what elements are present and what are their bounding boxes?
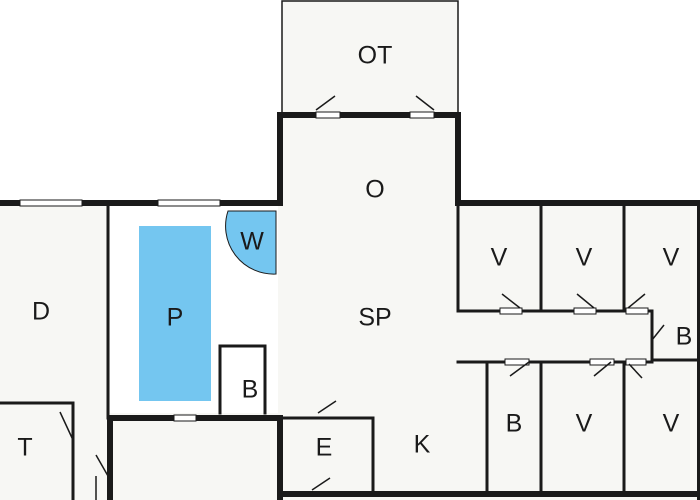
room-label-b-lower: B bbox=[506, 410, 523, 438]
door-gap-v2 bbox=[573, 307, 597, 315]
door-b-lower bbox=[509, 361, 530, 377]
wall-central-top bbox=[277, 112, 700, 206]
room-label-ot: OT bbox=[358, 42, 393, 70]
room-label-v2: V bbox=[576, 244, 593, 272]
room-label-b-pool: B bbox=[242, 376, 259, 404]
room-label-t: T bbox=[17, 434, 32, 462]
window-pool-bottom bbox=[173, 414, 197, 422]
window-d bbox=[19, 199, 83, 207]
door-entry bbox=[95, 454, 109, 477]
room-label-p: P bbox=[167, 304, 184, 332]
wall-t-room bbox=[0, 401, 75, 500]
wall-b-right bbox=[650, 309, 700, 362]
room-label-k: K bbox=[414, 431, 431, 459]
door-gap-ot-left bbox=[315, 111, 341, 119]
room-label-w: W bbox=[240, 228, 264, 256]
room-label-v4: V bbox=[576, 410, 593, 438]
door-v1 bbox=[501, 293, 521, 309]
door-gap-v5 bbox=[625, 358, 647, 366]
room-label-v5: V bbox=[663, 410, 680, 438]
door-gap-v3 bbox=[625, 307, 649, 315]
room-label-d: D bbox=[32, 298, 50, 326]
door-b-right bbox=[651, 324, 665, 341]
room-label-e: E bbox=[316, 434, 333, 462]
door-ot-left bbox=[315, 95, 336, 111]
door-e-bottom bbox=[311, 477, 331, 491]
door-v3 bbox=[627, 293, 646, 309]
central-hall-floor bbox=[280, 113, 458, 500]
terrace-floor bbox=[282, 0, 458, 112]
wall-b-pool bbox=[218, 344, 267, 415]
room-label-o: O bbox=[365, 176, 384, 204]
terrace-outline bbox=[281, 0, 459, 112]
wall-sauna-bottom bbox=[107, 415, 283, 500]
door-e-top bbox=[317, 400, 337, 414]
wall-e-room bbox=[281, 416, 375, 496]
door-v4 bbox=[593, 361, 612, 377]
door-gap-ot-right bbox=[409, 111, 435, 119]
door-gap-v1 bbox=[499, 307, 523, 315]
door-v5 bbox=[628, 363, 643, 379]
room-label-v1: V bbox=[491, 244, 508, 272]
room-label-v3: V bbox=[663, 244, 680, 272]
door-t bbox=[59, 411, 74, 441]
shower-shape bbox=[225, 210, 277, 275]
door-v2 bbox=[576, 293, 595, 309]
door-gap-v4 bbox=[589, 358, 615, 366]
door-ot-right bbox=[415, 95, 435, 111]
right-wing-floor bbox=[458, 200, 700, 500]
window-sauna bbox=[157, 199, 221, 207]
room-label-sp: SP bbox=[358, 304, 391, 332]
room-label-b-right: B bbox=[676, 323, 693, 351]
pool-shape bbox=[139, 226, 211, 401]
